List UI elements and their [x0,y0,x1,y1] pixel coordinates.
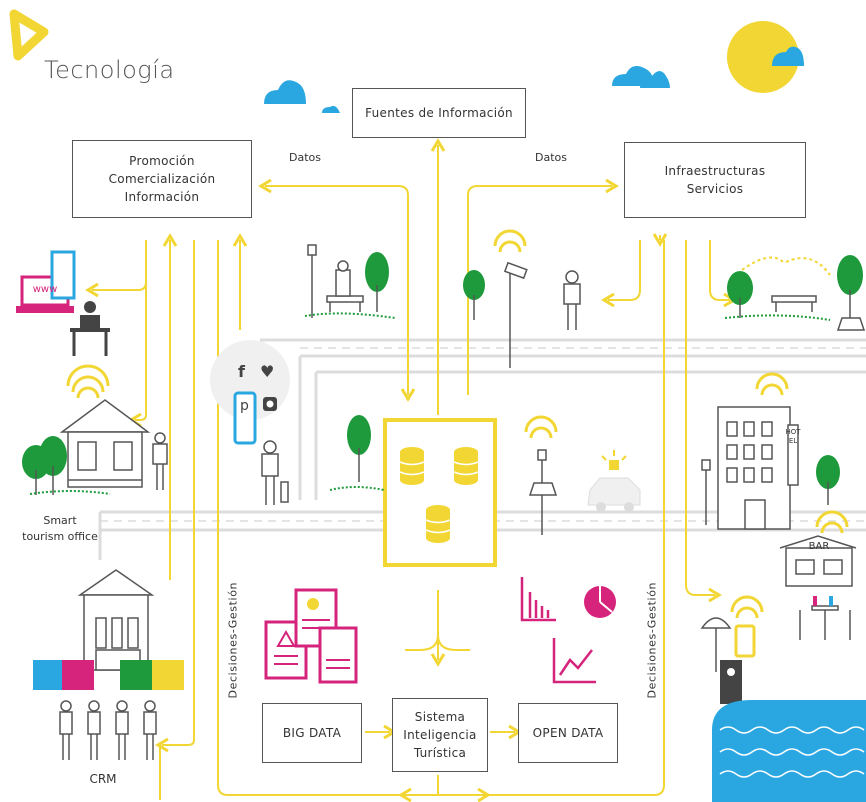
camera-icon [503,261,528,368]
chart-icon [520,577,596,684]
office-building-icon [59,399,151,488]
svg-text:f: f [238,362,246,381]
church-building-icon [77,569,155,671]
infra-line-1: Infraestructuras [664,164,766,178]
sistema-line-1: Sistema [414,710,466,724]
database-icon [400,447,478,543]
infraestructuras-box: Infraestructuras Servicios [624,142,806,218]
big-data-label: BIG DATA [282,726,342,740]
open-data-box: OPEN DATA [518,703,618,763]
decisiones-left-label: Decisiones-Gestión [226,581,240,699]
speech-bubble-icon [33,660,184,690]
crm-label: CRM [89,772,117,786]
smart-tourism-office-label: Smart tourism office [10,513,110,545]
brand-title: Tecnología [44,56,175,84]
tree-icon [22,252,863,505]
sea-icon [712,700,866,802]
svg-text:♥: ♥ [260,362,274,381]
datos-left-label: Datos [289,151,321,164]
promocion-line-2: Comercialización [108,172,216,186]
solar-panel-icon [528,317,866,496]
hotel-sign-label: HOTEL [785,428,801,445]
promocion-line-1: Promoción [129,154,195,168]
beach-icon [700,617,756,704]
sistema-line-3: Turística [413,746,467,760]
person-icon [152,270,581,505]
sistema-line-2: Inteligencia [403,728,477,742]
cloud-icon [264,46,804,113]
bench-icon [326,260,817,312]
pie-chart-icon [584,586,616,618]
flow-arrows [85,138,737,802]
logo-icon [9,9,49,61]
promocion-line-3: Información [124,190,200,204]
smart-label-line-1: Smart [43,514,77,527]
drink-icon [813,596,833,606]
infra-line-2: Servicios [686,182,744,196]
database-box [383,418,497,567]
bar-sign-label: BAR [808,541,830,552]
datos-right-label: Datos [535,151,567,164]
promocion-box: Promoción Comercialización Información [72,140,252,218]
sistema-box: Sistema Inteligencia Turística [392,698,488,772]
sun-icon [727,21,799,93]
fuentes-label: Fuentes de Información [365,106,513,120]
open-data-label: OPEN DATA [532,726,604,740]
svg-text:p: p [240,398,249,414]
fuentes-box: Fuentes de Información [352,88,526,138]
decisiones-right-label: Decisiones-Gestión [645,581,659,699]
computer-icon [16,250,110,356]
wifi-icon [66,229,849,619]
social-media-icon: f ♥ p [210,340,290,445]
bar-building-icon [779,535,857,640]
documents-icon [264,588,358,684]
smart-label-line-2: tourism office [22,530,98,543]
www-label: www [32,284,58,295]
car-icon [587,450,641,512]
hotel-building-icon [717,406,799,530]
big-data-box: BIG DATA [262,703,362,763]
lamp-icon [307,244,711,535]
crowd-icon [59,700,157,760]
